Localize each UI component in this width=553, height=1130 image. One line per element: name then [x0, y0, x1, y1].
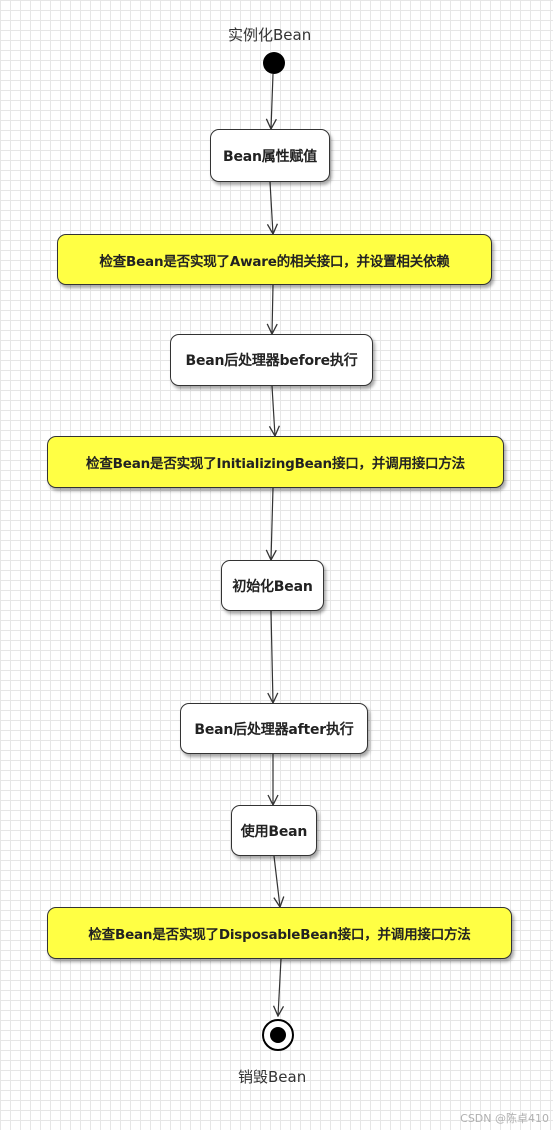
- node-postprocessor-before: Bean后处理器before执行: [170, 334, 373, 386]
- arrow-use-to-disposable: [274, 855, 280, 907]
- end-node-inner-icon: [270, 1027, 286, 1043]
- node-check-initializing: 检查Bean是否实现了InitializingBean接口，并调用接口方法: [47, 436, 504, 488]
- arrow-init-to-after: [271, 610, 273, 703]
- arrow-aware-to-before: [272, 284, 273, 334]
- arrow-initializing-to-init: [271, 487, 273, 560]
- node-postprocessor-after: Bean后处理器after执行: [180, 703, 368, 754]
- arrow-start-to-assign: [271, 73, 273, 129]
- node-check-aware: 检查Bean是否实现了Aware的相关接口，并设置相关依赖: [57, 234, 492, 285]
- watermark: CSDN @陈卓410: [460, 1112, 549, 1125]
- node-initialize-bean: 初始化Bean: [221, 560, 324, 611]
- node-check-disposable: 检查Bean是否实现了DisposableBean接口，并调用接口方法: [47, 907, 512, 959]
- node-bean-property-assign: Bean属性赋值: [210, 129, 330, 182]
- node-use-bean: 使用Bean: [231, 805, 317, 856]
- end-label: 销毁Bean: [238, 1068, 307, 1086]
- arrow-before-to-initializing: [272, 385, 275, 436]
- start-label: 实例化Bean: [228, 26, 312, 44]
- arrow-disposable-to-end: [278, 958, 281, 1016]
- arrow-assign-to-aware: [270, 181, 273, 234]
- start-node-icon: [263, 52, 285, 74]
